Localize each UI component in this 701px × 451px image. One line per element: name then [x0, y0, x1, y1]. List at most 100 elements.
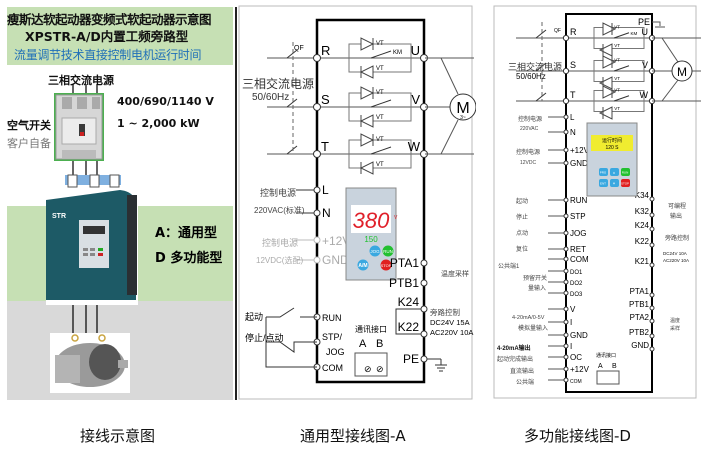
terminal-point [563, 256, 569, 262]
caption-type-a: 通用型接线图-A [300, 427, 406, 445]
rating-ac: AC220V 10A [663, 258, 689, 263]
comm-screw-icon: ⊘ [364, 364, 372, 374]
programmable2-label: 输出 [670, 212, 682, 220]
keypad-button[interactable] [599, 168, 608, 176]
output-label-W: W [408, 139, 421, 154]
out-done-label: 起动完成输出 [497, 355, 533, 363]
input-label-S: S [321, 92, 330, 107]
ctrl-power2-label: 控制电源 [262, 237, 298, 248]
input-label-R: R [321, 43, 330, 58]
run-button[interactable] [382, 245, 394, 257]
keypad-button[interactable] [610, 179, 619, 187]
left-model: XPSTR-A/D内置工频旁路型 [25, 29, 189, 44]
comm-b: B [376, 338, 383, 350]
vt-label: VT [376, 162, 384, 168]
reserve-in2-label: 量输入 [528, 284, 546, 292]
am-button-label: A/M [358, 263, 367, 269]
keypad-button[interactable] [610, 168, 619, 176]
bypass-contact [370, 146, 392, 155]
motor-icon [449, 93, 476, 121]
qf-label: QF [294, 45, 304, 52]
terminal-i: I [570, 318, 572, 327]
keypad-button-label: RUN [622, 171, 629, 175]
stop-button[interactable] [380, 259, 392, 271]
reserve-in-label: 预留开关 [523, 274, 547, 282]
terminal-do1: DO1 [570, 270, 583, 276]
thyristor-icon [359, 65, 374, 79]
am-button[interactable] [357, 259, 369, 271]
left-title: 瘦斯达软起动器变频式软起动器示意图 [7, 12, 212, 27]
thyristor-icon [359, 161, 374, 175]
keypad-button[interactable] [621, 168, 630, 176]
terminal-point [563, 246, 569, 252]
terminal-point [649, 242, 655, 248]
input-terminal [562, 34, 570, 42]
terminal-run: RUN [570, 196, 588, 205]
temp2-label: 采样 [670, 325, 680, 332]
motor-icon [671, 60, 693, 82]
run-button-label: RUN [383, 249, 393, 254]
bypass-contact [613, 65, 630, 72]
vt-label: VT [376, 66, 384, 72]
display-unit: V [394, 215, 398, 221]
terminal-point [563, 306, 569, 312]
thyristor-icon [360, 86, 375, 100]
bypass-label: 旁路控制 [665, 234, 689, 242]
display-voltage: 380 [353, 208, 390, 233]
output-label-U: U [642, 27, 649, 37]
output-label-U: U [411, 43, 420, 58]
input-label-S: S [570, 60, 576, 70]
terminal-k32: K32 [635, 207, 650, 216]
km-label: KM [393, 50, 402, 56]
vt-label: VT [614, 57, 620, 62]
scr-frame [593, 60, 645, 82]
input-label-T: T [321, 139, 329, 154]
motor-label: M [456, 100, 469, 117]
vt-label: VT [614, 24, 620, 29]
terminal-i: I [570, 342, 572, 351]
type-a-label: A：通用型 [155, 226, 218, 241]
terminal-k21: K21 [635, 257, 650, 266]
terminal-point [563, 213, 569, 219]
terminal-gnd: GND [570, 331, 588, 340]
jog-button[interactable] [369, 245, 381, 257]
out-dc2-label: 公共端 [516, 378, 534, 386]
ctrl-power-label: 控制电源 [260, 187, 296, 198]
keypad-button-label: ▼ [613, 182, 616, 186]
keypad-button[interactable] [599, 179, 608, 187]
terminal-pta2: PTA2 [630, 313, 650, 322]
lcd-line2: 120 S [605, 145, 619, 151]
terminal-com: COM [570, 255, 589, 264]
jog-button-label: JOG [370, 249, 380, 254]
vt-label: VT [614, 76, 620, 81]
terminal-point [563, 114, 569, 120]
terminal-point [649, 196, 655, 202]
qf-switch [286, 98, 298, 108]
supply-label: 三相交流电源 [508, 61, 562, 72]
keypad-button[interactable] [621, 179, 630, 187]
keypad-button-label: STOP [621, 182, 629, 186]
analog-in-label: 4-20mA/0-5V [512, 315, 545, 321]
jog-label: 点动 [516, 229, 528, 237]
terminal-12v: +12V [322, 234, 350, 248]
left-header [7, 7, 233, 65]
terminal-point [649, 346, 655, 352]
vt-label: VT [614, 106, 620, 111]
ctrl-power-spec: 220VAC [520, 126, 539, 132]
comm-port-d: 通讯接口 A B [596, 352, 620, 385]
terminal-k24: K24 [635, 221, 650, 230]
ctrl-power2-spec: 12VDC(选配) [256, 255, 303, 265]
terminal-point [649, 292, 655, 298]
left-illustration: STR [46, 84, 138, 393]
vt-label: VT [376, 90, 384, 96]
stop-label: 停止 [516, 213, 528, 221]
diagram-d-frame [493, 5, 697, 399]
qf-switch [535, 62, 547, 72]
terminal-L: L [322, 183, 329, 197]
terminal-pe: PE [403, 352, 419, 366]
display-current: 150 [364, 235, 378, 244]
